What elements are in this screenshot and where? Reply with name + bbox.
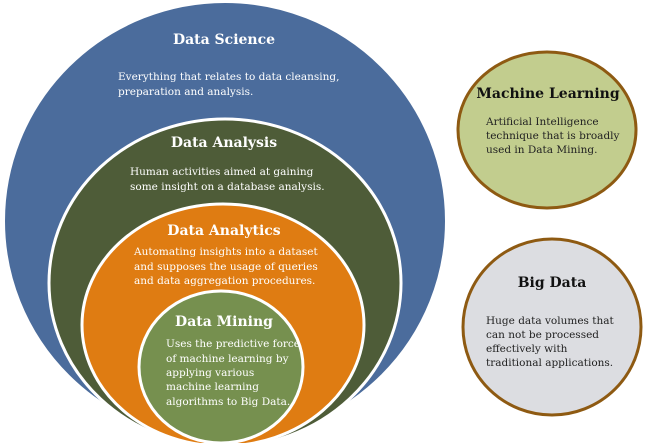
text-line: Huge data volumes that (486, 315, 615, 327)
text-line: technique that is broadly (486, 130, 620, 142)
text-line: Human activities aimed at gaining (130, 166, 314, 178)
text-line: traditional applications. (486, 357, 613, 369)
text-line: Automating insights into a dataset (133, 246, 318, 258)
text-line: applying various (166, 367, 254, 379)
text-line: Everything that relates to data cleansin… (118, 71, 339, 83)
text-line: Uses the predictive force (166, 338, 300, 350)
text-line: used in Data Mining. (486, 144, 597, 156)
data-analytics-text: Automating insights into a dataset and s… (133, 246, 321, 287)
text-line: can not be processed (486, 329, 599, 341)
data-science-text: Everything that relates to data cleansin… (118, 71, 343, 98)
text-line: preparation and analysis. (118, 86, 253, 98)
machine-learning-title: Machine Learning (476, 86, 619, 102)
text-line: Artificial Intelligence (485, 116, 599, 128)
data-analysis-title: Data Analysis (171, 135, 277, 151)
data-science-title: Data Science (173, 32, 275, 48)
data-analytics-title: Data Analytics (167, 223, 280, 239)
text-line: algorithms to Big Data. (166, 396, 290, 408)
data-mining-title: Data Mining (175, 314, 273, 330)
data-analysis-text: Human activities aimed at gaining some i… (130, 166, 325, 193)
text-line: of machine learning by (166, 353, 289, 365)
big-data-text: Huge data volumes that can not be proces… (486, 315, 617, 369)
text-line: effectively with (486, 343, 568, 355)
text-line: and data aggregation procedures. (134, 275, 315, 287)
big-data-title: Big Data (518, 275, 587, 291)
machine-learning-circle (456, 50, 638, 210)
text-line: machine learning (166, 381, 259, 393)
machine-learning-text: Artificial Intelligence technique that i… (485, 116, 623, 156)
data-mining-text: Uses the predictive force of machine lea… (166, 338, 303, 408)
text-line: some insight on a database analysis. (130, 181, 325, 193)
data-mining-circle (137, 289, 305, 443)
big-data-circle (461, 237, 643, 417)
text-line: and supposes the usage of queries (134, 261, 318, 273)
